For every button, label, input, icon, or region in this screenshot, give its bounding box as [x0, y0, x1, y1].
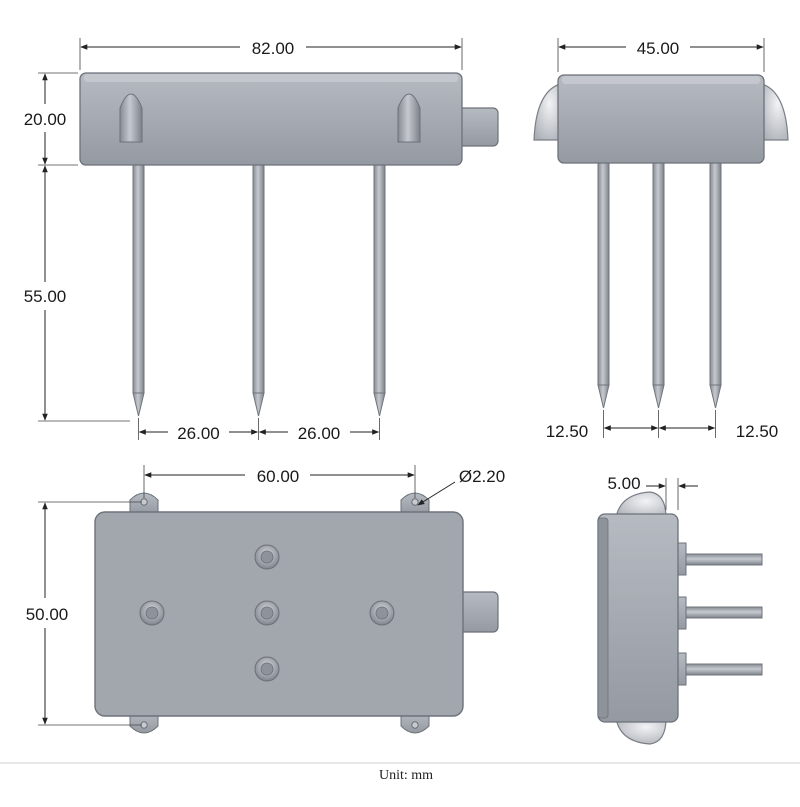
elev-probe-top [681, 553, 763, 566]
elev-dome-top [615, 491, 667, 519]
elev-body [597, 513, 679, 723]
front-probe-right [373, 162, 386, 417]
probe-nub-left [139, 600, 165, 626]
dim-probe-length: 55.00 [24, 287, 67, 306]
front-body [79, 72, 463, 166]
dim-front-width: 82.00 [252, 39, 295, 58]
side-probe-left [597, 162, 610, 409]
elev-probe-middle [681, 606, 763, 619]
side-probe-right [709, 162, 722, 409]
unit-caption: Unit: mm [379, 768, 433, 783]
side-body [557, 74, 765, 164]
front-connector [457, 107, 499, 147]
side-view [533, 74, 789, 409]
front-probe-middle [252, 162, 265, 417]
elev-probe-bottom [681, 663, 763, 676]
probe-nub-bottom [254, 656, 280, 682]
elev-dome-bottom [615, 717, 667, 745]
elevation-dimensions: 5.00 [607, 474, 698, 510]
front-bump-left [119, 93, 143, 143]
dim-dome-offset: 5.00 [607, 474, 640, 493]
dim-probe-spacing-right: 26.00 [298, 424, 341, 443]
side-dome-right [761, 83, 789, 141]
front-bump-right [397, 93, 421, 143]
dim-probe-spacing-left: 26.00 [177, 424, 220, 443]
front-view [79, 72, 499, 417]
probe-nub-right [369, 600, 395, 626]
front-probe-left [132, 162, 145, 417]
side-dimensions: 45.00 12.50 12.50 [546, 38, 779, 441]
dim-body-height: 50.00 [26, 605, 69, 624]
probe-nub-top [254, 544, 280, 570]
top-dimensions: 60.00 Ø2.20 50.00 [26, 465, 505, 726]
side-probe-middle [652, 162, 665, 409]
dim-front-height: 20.00 [24, 110, 67, 129]
dim-side-width: 45.00 [637, 39, 680, 58]
side-dome-left [533, 83, 561, 141]
top-view [94, 492, 499, 734]
side-elevation-view [597, 491, 763, 745]
probe-nub-center [254, 600, 280, 626]
dim-hole-spacing: 60.00 [257, 467, 300, 486]
dim-hole-diameter: Ø2.20 [459, 467, 505, 486]
dim-side-spacing-right: 12.50 [736, 422, 779, 441]
front-dimensions: 82.00 20.00 55.00 26.00 26.00 [24, 38, 463, 443]
top-connector [457, 591, 499, 633]
dim-side-spacing-left: 12.50 [546, 422, 589, 441]
